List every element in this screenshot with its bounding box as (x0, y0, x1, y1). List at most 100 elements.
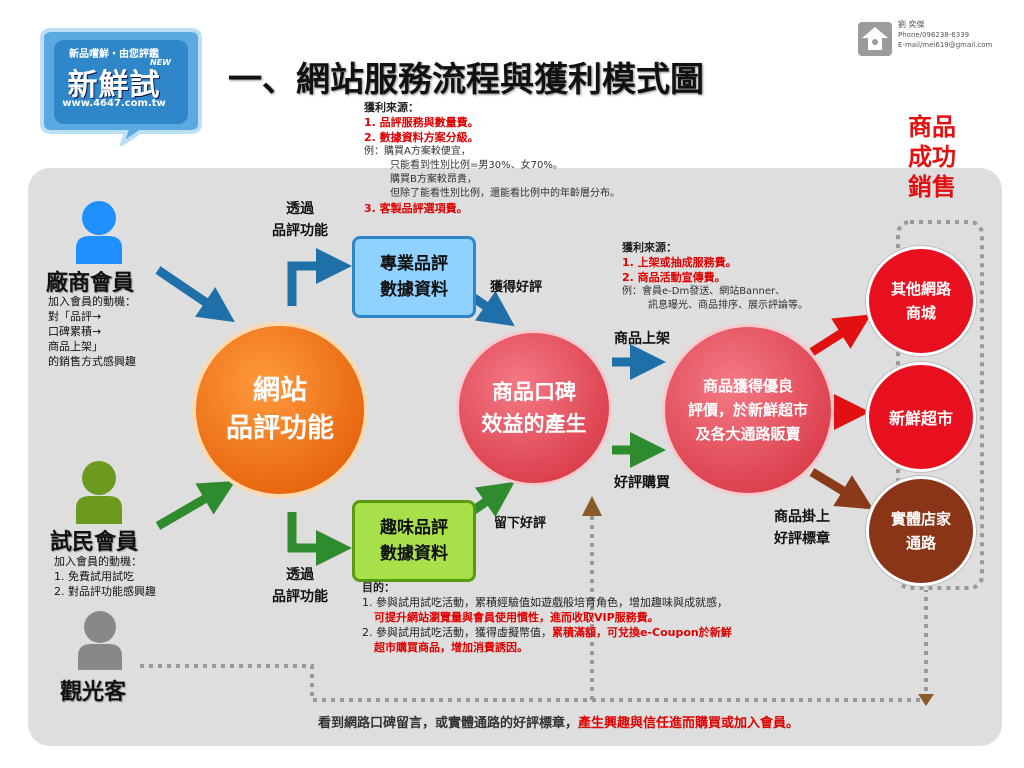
person-badge-icon (858, 22, 892, 56)
contact-name: 劉 奕傑 (898, 20, 925, 29)
fresh-market-node: 新鮮超市 (866, 362, 976, 472)
fun-data-line-2: 數據資料 (380, 544, 448, 564)
arrow-website-pro (287, 248, 352, 306)
arrow-to-store (809, 468, 874, 510)
reputation-line-1: 商品口碑 (492, 379, 576, 404)
success-frame (896, 220, 984, 590)
badge-line-1: 商品掛上 (774, 509, 830, 525)
contact-phone: Phone/096238-6339 (898, 31, 970, 39)
profit-mid-example-2: 訊息曝光、商品排序、展示評論等。 (648, 300, 808, 311)
dotted-arrow-head-up (584, 498, 600, 512)
good-buy-label: 好評購買 (614, 475, 670, 491)
logo-brand: 新鮮試 (67, 68, 161, 103)
listed-label: 商品上架 (614, 331, 670, 347)
profit-top-example-3: 購買B方案較昂貴， (390, 174, 477, 185)
profit-top-example-2: 只能看到性別比例=男30%、女70%。 (390, 160, 563, 171)
tester-desc-line-2: 1. 免費試用試吃 (54, 570, 134, 583)
arrow-to-mall (809, 314, 872, 356)
via-top-line-1: 透過 (286, 201, 314, 217)
vendor-desc-line-3: 口碑累積→ (48, 325, 102, 338)
pro-data-line-1: 專業品評 (380, 254, 448, 274)
purpose-heading: 目的： (362, 581, 395, 594)
good-rating-line-2: 評價，於新鮮超市 (687, 401, 808, 419)
success-label-line-1: 商品 (908, 112, 956, 141)
bottom-caption-red: 產生興趣與信任進而購買或加入會員。 (578, 716, 800, 731)
badge-label: 商品掛上 好評標章 (774, 506, 830, 550)
logo-new-tag: NEW (150, 58, 171, 67)
visitor-person-icon (78, 611, 122, 670)
via-label-bottom: 透過 品評功能 (272, 564, 328, 608)
good-rating-sales-node: 商品獲得優良 評價，於新鮮超市 及各大通路販賣 (662, 324, 834, 496)
badge-line-2: 好評標章 (774, 531, 830, 547)
website-node-line-1: 網站 (253, 375, 307, 406)
profit-top-example-4: 但除了能看性別比例，還能看比例中的年齡層分布。 (390, 188, 620, 199)
via-top-line-2: 品評功能 (272, 223, 328, 239)
success-label-line-3: 銷售 (908, 172, 956, 201)
profit-mid-heading: 獲利來源： (622, 241, 677, 254)
other-mall-line-1: 其他網路 (890, 280, 951, 298)
arrow-fun-reputation (471, 481, 515, 518)
tester-desc-line-1: 加入會員的動機： (54, 555, 142, 568)
arrow-pro-reputation (471, 290, 515, 327)
get-good-label: 獲得好評 (490, 280, 543, 295)
dotted-arrow-head-down (918, 694, 934, 706)
via-bottom-line-1: 透過 (286, 567, 314, 583)
profit-notes-mid: 獲利來源： 1. 上架或抽成服務費。 2. 商品活動宣傳費。 例：會員e-Dm發… (622, 240, 808, 313)
reputation-line-2: 效益的產生 (481, 411, 587, 436)
tester-person-icon (76, 461, 122, 524)
success-label-line-2: 成功 (908, 142, 956, 171)
success-label: 商品 成功 銷售 (908, 112, 956, 202)
bottom-caption: 看到網路口碑留言，或實體通路的好評標章，產生興趣與信任進而購買或加入會員。 (318, 712, 799, 731)
vendor-desc-line-4: 商品上架」 (48, 340, 103, 353)
store-line-2: 通路 (905, 534, 936, 552)
store-line-1: 實體店家 (890, 510, 951, 528)
purpose-line-2a: 2. 參與試用試吃活動，獲得虛擬幣值， (362, 626, 552, 639)
tester-desc-line-3: 2. 對品評功能感興趣 (54, 585, 156, 598)
purpose-line-1b: 可提升網站瀏覽量與會員使用慣性，進而收取VIP服務費。 (374, 611, 659, 624)
website-node-line-2: 品評功能 (226, 413, 334, 444)
contact-email: E-mail/mei619@gmail.com (898, 41, 993, 49)
vendor-desc-line-1: 加入會員的動機： (48, 295, 136, 308)
visitor-dotted-path (140, 664, 926, 702)
profit-top-example-1: 例：購買A方案較便宜， (364, 146, 471, 157)
fresh-market-line-1: 新鮮超市 (888, 409, 953, 428)
vendor-desc-line-2: 對「品評→ (48, 310, 102, 323)
other-mall-line-2: 商城 (905, 304, 936, 322)
profit-mid-item-1: 1. 上架或抽成服務費。 (622, 256, 737, 269)
vendor-desc-line-5: 的銷售方式感興趣 (48, 355, 136, 368)
vendor-member-title: 廠商會員 (46, 270, 135, 296)
purpose-notes: 目的： 1. 參與試用試吃活動，累積經驗值如遊戲般培育角色，增加趣味與成就感， … (362, 580, 732, 655)
good-rating-line-1: 商品獲得優良 (702, 377, 793, 395)
bottom-caption-normal: 看到網路口碑留言，或實體通路的好評標章， (318, 716, 579, 731)
arrow-vendor-website (155, 266, 235, 323)
fun-rating-data-box: 趣味品評 數據資料 (352, 500, 476, 582)
logo-slogan: 新品嚐鮮・由您評鑑 (69, 49, 159, 60)
contact-info: 劉 奕傑 Phone/096238-6339 E-mail/mei619@gma… (898, 20, 992, 50)
tester-member-desc: 加入會員的動機： 1. 免費試用試吃 2. 對品評功能感興趣 (54, 554, 156, 599)
good-rating-line-3: 及各大通路販賣 (695, 425, 801, 443)
via-label-top: 透過 品評功能 (272, 198, 328, 242)
reputation-effect-node: 商品口碑 效益的產生 (456, 330, 612, 486)
other-online-mall-node: 其他網路 商城 (866, 246, 976, 356)
fun-data-line-1: 趣味品評 (380, 518, 448, 538)
logo-url: www.4647.com.tw (62, 98, 166, 109)
physical-store-node: 實體店家 通路 (866, 476, 976, 586)
profit-top-item-3: 3. 客製品評選項費。 (364, 202, 468, 215)
profit-notes-top: 獲利來源： 1. 品評服務與數量費。 2. 數據資料方案分級。 例：購買A方案較… (364, 100, 620, 216)
profit-top-item-1: 1. 品評服務與數量費。 (364, 116, 479, 129)
arrow-website-fun (287, 512, 352, 566)
pro-data-line-2: 數據資料 (380, 280, 448, 300)
profit-mid-item-2: 2. 商品活動宣傳費。 (622, 271, 726, 284)
pro-rating-data-box: 專業品評 數據資料 (352, 236, 476, 318)
profit-top-item-2: 2. 數據資料方案分級。 (364, 131, 479, 144)
vendor-person-icon (76, 201, 122, 264)
website-rating-node: 網站 品評功能 (192, 322, 368, 498)
visitor-title: 觀光客 (60, 679, 127, 705)
via-bottom-line-2: 品評功能 (272, 589, 328, 605)
brand-logo (40, 28, 202, 146)
profit-mid-example-1: 例：會員e-Dm發送、網站Banner、 (622, 286, 786, 297)
page-title: 一、網站服務流程與獲利模式圖 (228, 60, 704, 100)
purpose-line-1a: 1. 參與試用試吃活動，累積經驗值如遊戲般培育角色，增加趣味與成就感， (362, 596, 728, 609)
purpose-line-2c: 超市購買商品，增加消費誘因。 (374, 641, 528, 654)
